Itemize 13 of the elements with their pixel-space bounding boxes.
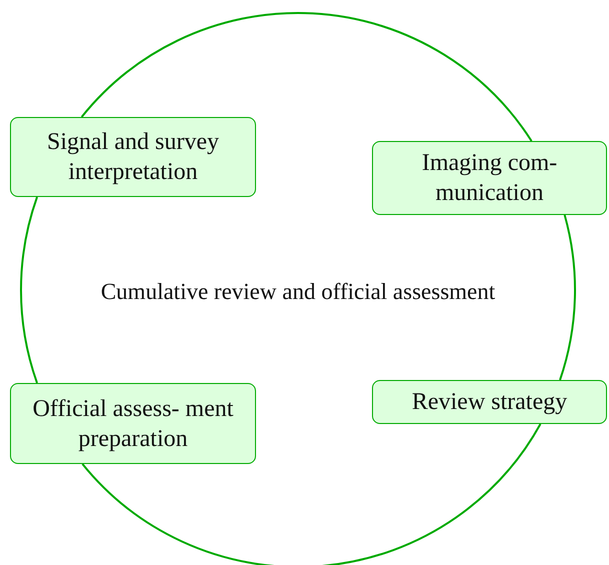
box-label: Imaging com- munication: [420, 149, 558, 208]
process-box: [372, 380, 607, 424]
process-box: [10, 383, 256, 464]
arc-connector: [80, 12, 532, 142]
arc-connector: [559, 214, 576, 380]
box-label: Review strategy: [412, 388, 568, 417]
center-label: Cumulative review and official assessment: [100, 278, 496, 306]
box-label: Signal and survey interpretation: [46, 128, 220, 187]
process-box: [10, 117, 256, 197]
process-box: [372, 141, 607, 215]
arc-connector: [20, 196, 38, 384]
box-label: Official assess- ment preparation: [32, 394, 234, 454]
arc-connector: [82, 423, 542, 565]
